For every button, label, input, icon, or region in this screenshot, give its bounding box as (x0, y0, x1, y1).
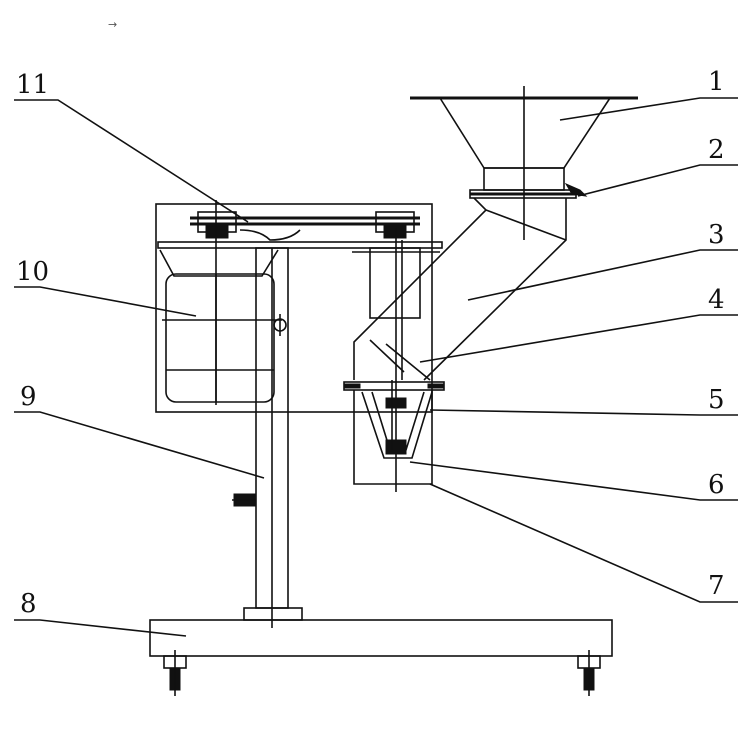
label-3: 3 (708, 220, 725, 250)
label-2: 2 (708, 135, 725, 165)
label-5: 5 (708, 385, 725, 415)
leader-lines (14, 97, 738, 637)
base-frame (149, 619, 613, 696)
label-4: 4 (708, 285, 725, 315)
clamp-flange (469, 182, 588, 199)
corner-mark: → (108, 18, 117, 31)
rotor-assembly (343, 380, 445, 485)
support-column (232, 247, 303, 628)
label-10: 10 (16, 257, 49, 287)
label-9: 9 (20, 382, 37, 412)
label-6: 6 (708, 470, 725, 500)
label-1: 1 (708, 67, 725, 97)
label-11: 11 (16, 70, 49, 100)
feed-hopper (410, 86, 638, 240)
motor (159, 249, 287, 403)
label-8: 8 (20, 589, 37, 619)
label-7: 7 (708, 571, 725, 601)
belt-drive (155, 200, 443, 413)
